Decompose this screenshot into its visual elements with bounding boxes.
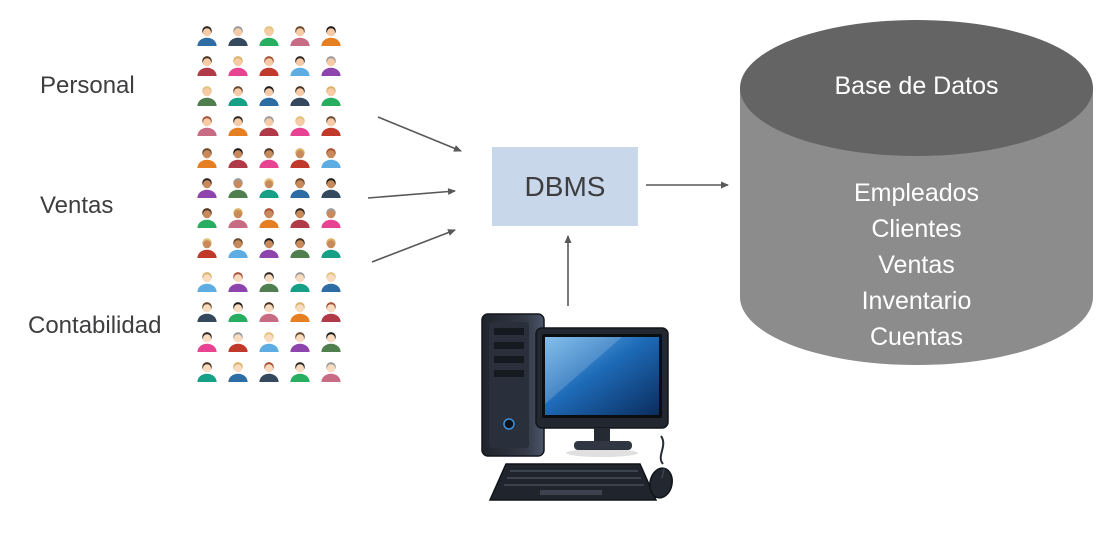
person-avatar-icon bbox=[258, 206, 280, 228]
person-avatar-icon bbox=[196, 114, 218, 136]
person-avatar-icon bbox=[196, 270, 218, 292]
person-avatar-icon bbox=[320, 84, 342, 106]
person-avatar-icon bbox=[258, 114, 280, 136]
cylinder-top-icon bbox=[740, 20, 1093, 156]
person-avatar-icon bbox=[289, 114, 311, 136]
person-avatar-icon bbox=[196, 300, 218, 322]
contabilidad-avatar-grid bbox=[196, 270, 346, 382]
person-avatar-icon bbox=[227, 360, 249, 382]
person-avatar-icon bbox=[258, 300, 280, 322]
arrow-personal-to-dbms bbox=[377, 116, 462, 152]
person-avatar-icon bbox=[320, 300, 342, 322]
person-avatar-icon bbox=[320, 24, 342, 46]
person-avatar-icon bbox=[320, 206, 342, 228]
computer-monitor bbox=[535, 327, 669, 457]
person-avatar-icon bbox=[227, 84, 249, 106]
person-avatar-icon bbox=[227, 236, 249, 258]
person-avatar-icon bbox=[320, 114, 342, 136]
person-avatar-icon bbox=[320, 146, 342, 168]
dbms-label: DBMS bbox=[524, 170, 606, 202]
person-avatar-icon bbox=[258, 270, 280, 292]
computer-tower bbox=[481, 313, 545, 457]
person-avatar-icon bbox=[289, 360, 311, 382]
person-avatar-icon bbox=[258, 84, 280, 106]
database-item: Cuentas bbox=[869, 323, 964, 351]
group-label-contabilidad: Contabilidad bbox=[28, 312, 162, 339]
ventas-avatar-grid bbox=[196, 146, 346, 258]
person-avatar-icon bbox=[196, 54, 218, 76]
person-avatar-icon bbox=[289, 24, 311, 46]
person-avatar-icon bbox=[258, 330, 280, 352]
person-avatar-icon bbox=[289, 84, 311, 106]
person-avatar-icon bbox=[289, 54, 311, 76]
person-avatar-icon bbox=[258, 236, 280, 258]
person-avatar-icon bbox=[196, 236, 218, 258]
person-avatar-icon bbox=[258, 360, 280, 382]
person-avatar-icon bbox=[320, 360, 342, 382]
person-avatar-icon bbox=[320, 176, 342, 198]
person-avatar-icon bbox=[196, 146, 218, 168]
personal-avatar-grid bbox=[196, 24, 346, 136]
database-item: Empleados bbox=[853, 179, 980, 207]
person-avatar-icon bbox=[227, 146, 249, 168]
person-avatar-icon bbox=[258, 176, 280, 198]
person-avatar-icon bbox=[196, 330, 218, 352]
person-avatar-icon bbox=[320, 236, 342, 258]
person-avatar-icon bbox=[289, 146, 311, 168]
person-avatar-icon bbox=[289, 330, 311, 352]
person-avatar-icon bbox=[320, 330, 342, 352]
computer-mouse bbox=[649, 435, 673, 499]
person-avatar-icon bbox=[320, 270, 342, 292]
person-avatar-icon bbox=[227, 270, 249, 292]
person-avatar-icon bbox=[227, 300, 249, 322]
person-avatar-icon bbox=[227, 24, 249, 46]
arrow-ventas-to-dbms bbox=[367, 188, 456, 199]
group-label-ventas: Ventas bbox=[40, 192, 114, 219]
person-avatar-icon bbox=[196, 24, 218, 46]
database-title: Base de Datos bbox=[834, 72, 999, 100]
person-avatar-icon bbox=[289, 236, 311, 258]
person-avatar-icon bbox=[227, 330, 249, 352]
database-item: Clientes bbox=[871, 215, 962, 243]
person-avatar-icon bbox=[289, 206, 311, 228]
database-item: Ventas bbox=[878, 251, 955, 279]
person-avatar-icon bbox=[258, 54, 280, 76]
person-avatar-icon bbox=[258, 24, 280, 46]
arrow-contabilidad-to-dbms bbox=[371, 229, 456, 263]
person-avatar-icon bbox=[227, 206, 249, 228]
person-avatar-icon bbox=[196, 176, 218, 198]
computer-keyboard bbox=[488, 463, 658, 501]
person-avatar-icon bbox=[289, 176, 311, 198]
dbms-box: DBMS bbox=[492, 147, 638, 226]
desktop-computer-icon bbox=[481, 313, 673, 501]
person-avatar-icon bbox=[227, 54, 249, 76]
person-avatar-icon bbox=[196, 206, 218, 228]
person-avatar-icon bbox=[227, 176, 249, 198]
person-avatar-icon bbox=[196, 84, 218, 106]
group-label-personal: Personal bbox=[40, 72, 135, 99]
database-item: Inventario bbox=[861, 287, 972, 315]
person-avatar-icon bbox=[196, 360, 218, 382]
person-avatar-icon bbox=[258, 146, 280, 168]
person-avatar-icon bbox=[320, 54, 342, 76]
person-avatar-icon bbox=[289, 300, 311, 322]
person-avatar-icon bbox=[227, 114, 249, 136]
person-avatar-icon bbox=[289, 270, 311, 292]
